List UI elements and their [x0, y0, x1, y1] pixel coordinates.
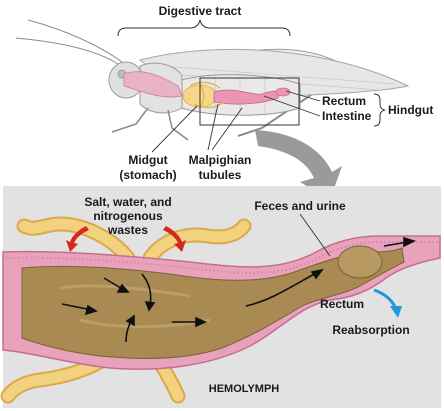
rectum-label-detail: Rectum [320, 297, 364, 311]
rectum-detail [338, 246, 382, 278]
nitrogenous-label: nitrogenous [93, 209, 163, 223]
intestine-label: Intestine [322, 109, 372, 123]
antenna-1 [16, 38, 118, 64]
reabsorption-label: Reabsorption [332, 323, 409, 337]
tract-bracket [118, 20, 290, 36]
salt-water-label: Salt, water, and [84, 195, 171, 209]
tract-label: Digestive tract [159, 4, 242, 18]
malpighian-label: Malpighian [189, 153, 252, 167]
rectum-label-top: Rectum [322, 94, 366, 108]
feces-urine-label: Feces and urine [254, 199, 346, 213]
wastes-label: wastes [107, 223, 148, 237]
malpighian-sublabel: tubules [199, 168, 242, 182]
hindgut-brace [374, 94, 385, 126]
hindgut-label: Hindgut [388, 103, 433, 117]
midgut-sublabel: (stomach) [119, 168, 176, 182]
midgut-label: Midgut [128, 153, 167, 167]
hemolymph-label: HEMOLYMPH [209, 383, 280, 395]
front-leg [112, 108, 148, 132]
